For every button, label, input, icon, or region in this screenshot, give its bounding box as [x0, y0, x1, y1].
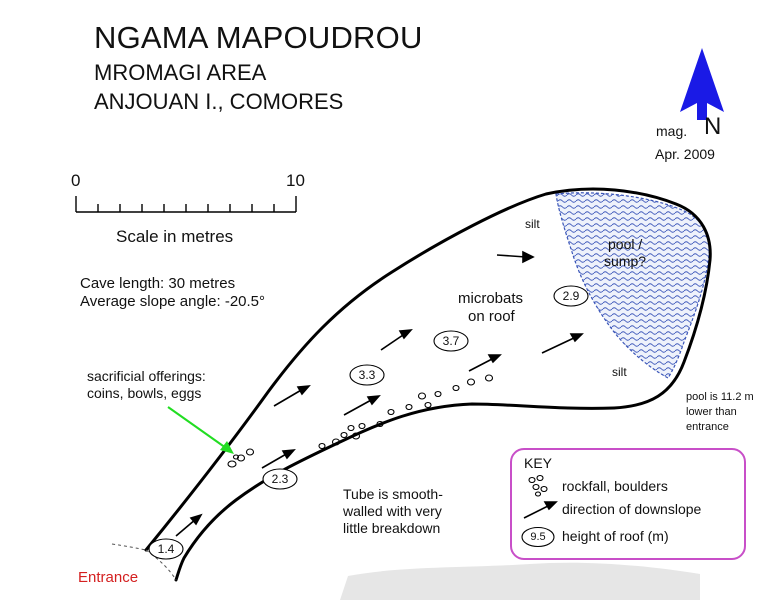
silt-label-top: silt	[525, 217, 540, 231]
silt-label-bottom: silt	[612, 365, 627, 379]
key-item-boulders: rockfall, boulders	[562, 478, 668, 494]
microbats-label-line1: microbats	[458, 290, 524, 307]
microbats-label-line2: on roof	[468, 308, 515, 325]
pool-label-line2: sump?	[604, 253, 647, 269]
key-item-downslope: direction of downslope	[562, 501, 702, 517]
roof-height-label: 3.3	[358, 368, 376, 382]
north-arrow-icon	[680, 48, 724, 120]
scale-bar	[75, 196, 297, 213]
key-roof-sample: 9.5	[530, 531, 546, 543]
tube-note-line1: Tube is smooth-	[343, 486, 443, 502]
survey-date: Apr. 2009	[655, 146, 715, 162]
grey-smudge	[340, 562, 700, 600]
north-label-mag: mag.	[656, 123, 688, 139]
offerings-label-line1: sacrificial offerings:	[87, 368, 206, 384]
map-key	[510, 448, 746, 560]
roof-height-label: 2.3	[271, 472, 289, 486]
scale-end-label: 10	[286, 171, 305, 190]
area-subtitle: MROMAGI AREA	[94, 60, 267, 85]
boulders	[227, 374, 494, 468]
pool-label-line1: pool /	[608, 236, 643, 252]
pool-note-line1: pool is 11.2 m	[686, 391, 754, 403]
entrance-line	[111, 543, 177, 581]
average-slope: Average slope angle: -20.5°	[80, 293, 266, 310]
location-subtitle: ANJOUAN I., COMORES	[94, 89, 344, 114]
scale-caption: Scale in metres	[116, 227, 234, 246]
roof-height-markers	[148, 285, 589, 560]
key-roof-height-icon	[521, 526, 555, 548]
pool-note-line2: lower than	[686, 406, 737, 418]
roof-height-label: 1.4	[157, 542, 175, 556]
tube-note-line2: walled with very	[343, 503, 442, 519]
cave-length: Cave length: 30 metres	[80, 275, 236, 292]
scale-start-label: 0	[71, 171, 81, 190]
north-label-n: N	[704, 113, 722, 140]
roof-height-label: 3.7	[442, 334, 460, 348]
entrance-label: Entrance	[78, 569, 139, 586]
roof-height-label: 2.9	[562, 289, 580, 303]
key-item-roof-height: height of roof (m)	[562, 528, 669, 544]
key-downslope-arrow-icon	[523, 501, 558, 519]
offerings-pointer	[167, 406, 234, 454]
key-boulders-icon	[528, 474, 548, 497]
downslope-arrows	[175, 250, 584, 537]
key-title: KEY	[524, 455, 553, 471]
cave-name-title: NGAMA MAPOUDROU	[94, 20, 423, 55]
pool-note-line3: entrance	[686, 421, 729, 433]
tube-note-line3: little breakdown	[343, 520, 441, 536]
offerings-label-line2: coins, bowls, eggs	[87, 385, 202, 401]
